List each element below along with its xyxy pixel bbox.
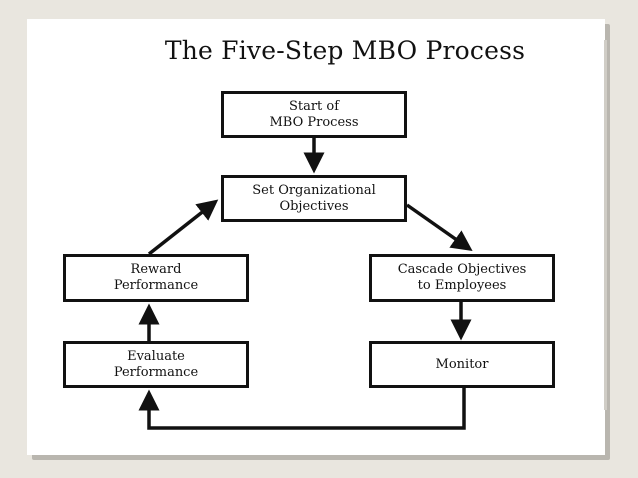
slide-edge-rule: [604, 40, 607, 410]
arrow-monitor-to-evaluate: [138, 388, 466, 430]
arrow-set-to-cascade: [405, 203, 473, 252]
node-reward: Reward Performance: [63, 254, 249, 302]
node-set-objectives: Set Organizational Objectives: [221, 175, 407, 222]
node-cascade: Cascade Objectives to Employees: [369, 254, 555, 302]
arrow-reward-to-set: [147, 199, 219, 256]
node-start: Start of MBO Process: [221, 91, 407, 138]
node-evaluate: Evaluate Performance: [63, 341, 249, 388]
diagram-title: The Five-Step MBO Process: [164, 36, 526, 65]
node-monitor: Monitor: [369, 341, 555, 388]
